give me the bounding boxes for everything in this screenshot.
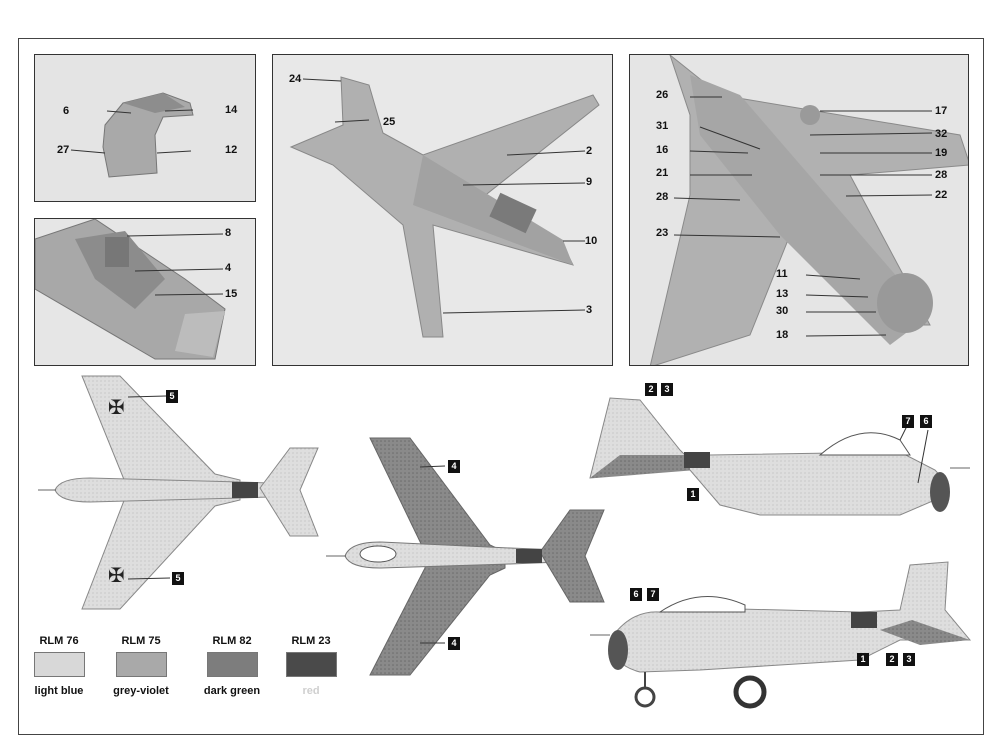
callout-23: 23 [656, 227, 669, 239]
aircraft-underside-view: ✠ ✠ [38, 375, 319, 610]
aircraft-upper-camo-view [326, 437, 605, 676]
legend-code-rlm75: RLM 75 [121, 635, 161, 647]
callout-18: 18 [776, 329, 789, 341]
callout-11: 11 [776, 268, 788, 280]
callout-13: 13 [776, 288, 789, 300]
legend-code-rlm23: RLM 23 [291, 635, 331, 647]
marking-badge-3-side-left: 3 [903, 653, 915, 666]
legend-name-rlm23: red [302, 685, 320, 697]
callout-31: 31 [656, 120, 669, 132]
legend-code-rlm82: RLM 82 [212, 635, 252, 647]
callout-17: 17 [935, 105, 948, 117]
cockpit-part-photo [35, 219, 255, 365]
assembled-model-photo [273, 55, 612, 365]
callout-30: 30 [776, 305, 789, 317]
callout-32: 32 [935, 128, 948, 140]
marking-badge-6-side-right: 6 [920, 415, 932, 428]
marking-badge-4-upper: 4 [448, 460, 460, 473]
legend-name-rlm76: light blue [34, 685, 84, 697]
marking-badge-4-lower: 4 [448, 637, 460, 650]
legend-swatch-rlm23 [286, 652, 337, 677]
marking-badge-5-upper: 5 [166, 390, 178, 403]
aircraft-side-view-right [589, 397, 970, 516]
callout-6: 6 [63, 105, 70, 117]
marking-badge-2-side-right: 2 [645, 383, 657, 396]
callout-12: 12 [225, 144, 238, 156]
legend-swatch-rlm76 [34, 652, 85, 677]
marking-badge-6-side-left: 6 [630, 588, 642, 601]
marking-badge-2-side-left: 2 [886, 653, 898, 666]
legend-name-rlm75: grey-violet [113, 685, 169, 697]
canopy-part-photo [35, 55, 255, 201]
callout-24: 24 [289, 73, 302, 85]
callout-25: 25 [383, 116, 396, 128]
svg-text:✠: ✠ [108, 395, 125, 419]
underside-model-photo [630, 55, 968, 365]
marking-badge-7-side-right: 7 [902, 415, 914, 428]
callout-3: 3 [586, 304, 593, 316]
photo-panel-cockpit: 8 4 15 [34, 218, 256, 366]
callout-10: 10 [585, 235, 598, 247]
callout-2: 2 [586, 145, 593, 157]
callout-22: 22 [935, 189, 948, 201]
callout-28b: 28 [656, 191, 669, 203]
callout-21: 21 [656, 167, 669, 179]
callout-8: 8 [225, 227, 232, 239]
legend-swatch-rlm82 [207, 652, 258, 677]
marking-badge-5-lower: 5 [172, 572, 184, 585]
callout-27: 27 [57, 144, 70, 156]
legend-swatch-rlm75 [116, 652, 167, 677]
callout-28a: 28 [935, 169, 948, 181]
svg-text:✠: ✠ [108, 563, 125, 587]
callout-4: 4 [225, 262, 232, 274]
callout-14: 14 [225, 104, 238, 116]
aircraft-side-view-left [590, 561, 972, 709]
legend-code-rlm76: RLM 76 [39, 635, 79, 647]
callout-19: 19 [935, 147, 948, 159]
photo-panel-canopy: 6 14 27 12 [34, 54, 256, 202]
marking-badge-3-side-right: 3 [661, 383, 673, 396]
callout-15: 15 [225, 288, 238, 300]
photo-panel-underside: 26 17 31 32 16 19 21 28 28 22 23 11 13 3… [629, 54, 969, 366]
marking-badge-7-side-left: 7 [647, 588, 659, 601]
callout-16: 16 [656, 144, 669, 156]
callout-26: 26 [656, 89, 669, 101]
callout-9: 9 [586, 176, 593, 188]
marking-badge-1-side-right: 1 [687, 488, 699, 501]
marking-badge-1-side-left: 1 [857, 653, 869, 666]
legend-name-rlm82: dark green [203, 685, 261, 697]
photo-panel-model: 24 25 2 9 10 3 [272, 54, 613, 366]
